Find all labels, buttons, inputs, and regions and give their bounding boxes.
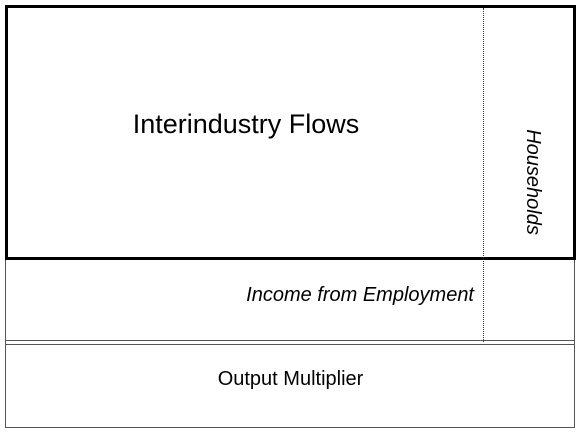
interindustry-flows-box bbox=[5, 5, 576, 260]
income-from-employment-label: Income from Employment bbox=[246, 284, 474, 306]
multiplier-separator-upper bbox=[6, 340, 575, 341]
interindustry-flows-label: Interindustry Flows bbox=[132, 109, 360, 139]
households-label: Households bbox=[522, 129, 544, 235]
multiplier-separator-lower bbox=[6, 344, 575, 345]
output-multiplier-label: Output Multiplier bbox=[217, 368, 364, 390]
households-column-divider bbox=[483, 8, 484, 342]
